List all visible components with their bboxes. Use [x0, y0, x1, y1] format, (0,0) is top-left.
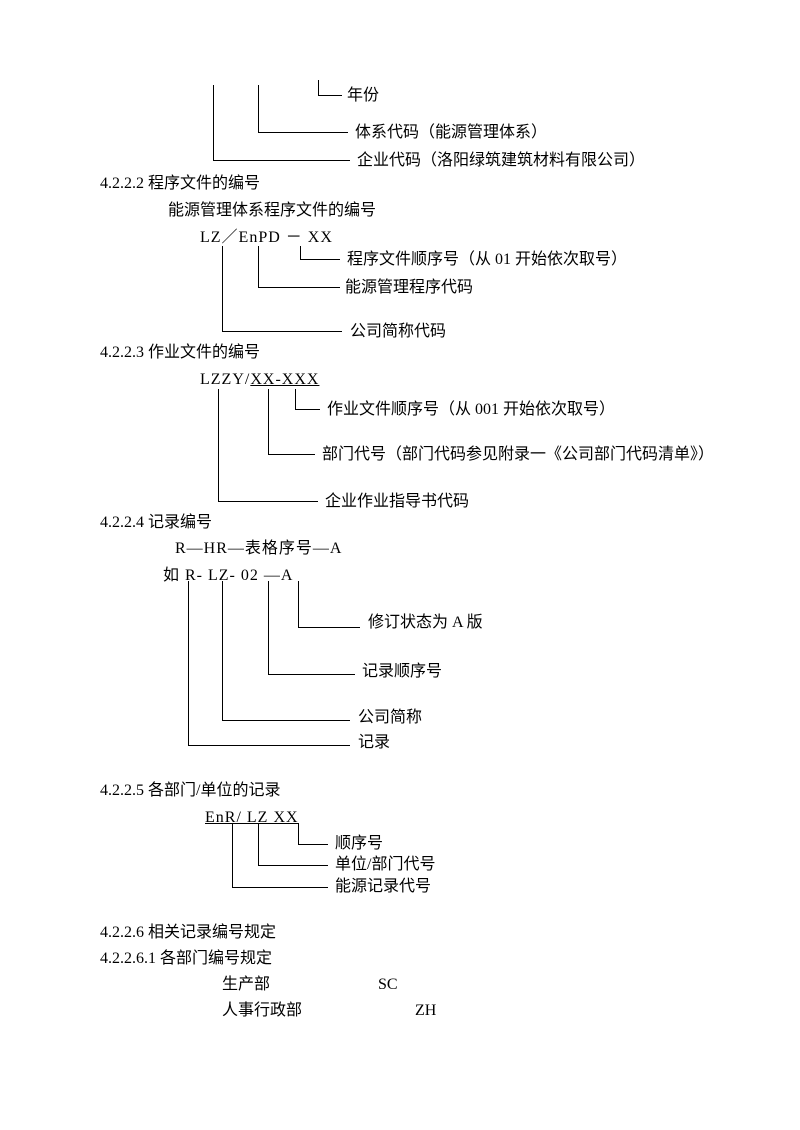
label-record-sequence: 记录顺序号 — [362, 663, 443, 680]
label-year: 年份 — [347, 87, 380, 104]
code-4222: LZ／EnPD － XX — [200, 229, 333, 246]
heading-4223: 4.2.2.3 作业文件的编号 — [100, 344, 261, 361]
leader-line-unit-sequence — [298, 823, 328, 845]
leader-line-unit-department — [258, 823, 328, 866]
code-4223-suffix: XX-XXX — [250, 371, 320, 388]
dept-code: SC — [378, 976, 398, 993]
heading-4224: 4.2.2.4 记录编号 — [100, 514, 213, 531]
leader-line-guide-code — [218, 389, 318, 502]
leader-line-work-sequence — [295, 389, 320, 410]
label-department-code: 部门代号（部门代码参见附录一《公司部门代码清单》） — [322, 446, 715, 463]
code-4225: EnR/ LZ XX — [205, 809, 299, 826]
subheading-4222: 能源管理体系程序文件的编号 — [168, 202, 377, 219]
heading-4225: 4.2.2.5 各部门/单位的记录 — [100, 782, 281, 799]
leader-line-record-sequence — [268, 581, 355, 675]
label-company-abbr2: 公司简称 — [358, 709, 423, 726]
leader-line-company-abbr — [222, 246, 342, 332]
label-company-abbr: 公司简称代码 — [350, 323, 447, 340]
label-unit-sequence: 顺序号 — [335, 835, 384, 852]
heading-4226: 4.2.2.6 相关记录编号规定 — [100, 924, 277, 941]
label-guide-code: 企业作业指导书代码 — [325, 493, 470, 510]
label-company-code: 企业代码（洛阳绿筑建筑材料有限公司） — [357, 152, 646, 169]
leader-line-system-code — [258, 85, 348, 133]
leader-line-energy-record — [232, 823, 328, 888]
dept-code: ZH — [415, 1002, 437, 1019]
record-example-line: 如 R- LZ- 02 —A — [163, 567, 294, 584]
heading-4222: 4.2.2.2 程序文件的编号 — [100, 175, 261, 192]
leader-line-company-abbr2 — [222, 581, 350, 721]
dept-name: 生产部 — [222, 976, 271, 993]
record-format-line: R—HR—表格序号—A — [175, 540, 343, 557]
leader-line-record — [188, 581, 350, 746]
label-revision: 修订状态为 A 版 — [368, 614, 483, 631]
label-sequence: 程序文件顺序号（从 01 开始依次取号） — [347, 251, 628, 268]
code-4223: LZZY/XX-XXX — [200, 371, 319, 389]
label-work-sequence: 作业文件顺序号（从 001 开始依次取号） — [327, 401, 616, 418]
label-system-code: 体系代码（能源管理体系） — [355, 124, 548, 141]
label-program-code: 能源管理程序代码 — [345, 279, 474, 296]
leader-line-department-code — [268, 389, 315, 455]
label-energy-record: 能源记录代号 — [335, 878, 432, 895]
leader-line-revision — [298, 581, 360, 628]
leader-line-sequence — [300, 246, 340, 260]
label-record: 记录 — [358, 734, 391, 751]
leader-line-year — [318, 80, 342, 96]
leader-line-program-code — [258, 246, 340, 288]
leader-line-company-code — [213, 85, 350, 161]
subheading-42261: 4.2.2.6.1 各部门编号规定 — [100, 950, 273, 967]
label-unit-department: 单位/部门代号 — [335, 856, 436, 873]
code-4223-prefix: LZZY/ — [200, 371, 251, 388]
dept-name: 人事行政部 — [222, 1002, 303, 1019]
